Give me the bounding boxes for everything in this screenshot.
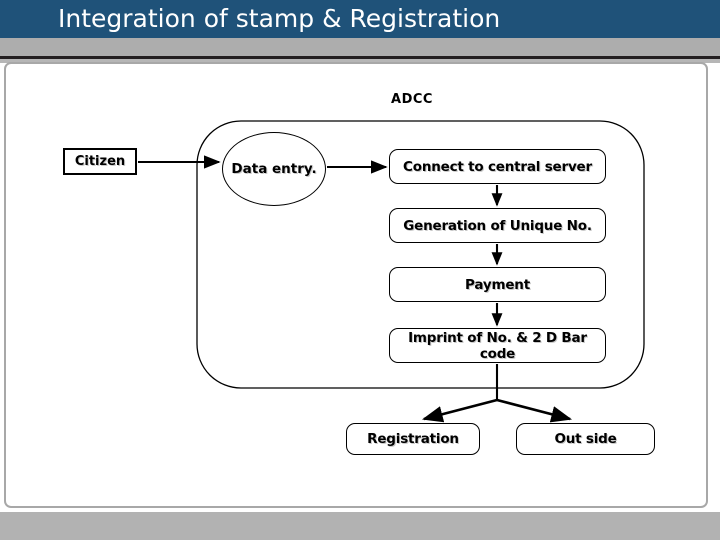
title-underband-2 bbox=[0, 59, 720, 63]
footer-band bbox=[0, 512, 720, 540]
group-label-adcc: ADCC bbox=[391, 92, 433, 107]
node-imprint-of-no-and-2d-bar-code[interactable]: Imprint of No. & 2 D Bar code bbox=[389, 328, 606, 363]
node-data-entry[interactable]: Data entry. bbox=[222, 132, 326, 206]
title-rule bbox=[0, 56, 720, 59]
node-generate-label: Generation of Unique No. bbox=[403, 217, 592, 234]
node-citizen[interactable]: Citizen bbox=[63, 148, 137, 175]
node-citizen-label: Citizen bbox=[74, 154, 126, 169]
node-outside-label: Out side bbox=[554, 431, 617, 447]
node-data-entry-label: Data entry. bbox=[231, 161, 317, 177]
node-generation-of-unique-no[interactable]: Generation of Unique No. bbox=[389, 208, 606, 243]
page-title: Integration of stamp & Registration bbox=[58, 4, 501, 33]
node-connect-to-central-server[interactable]: Connect to central server bbox=[389, 149, 606, 184]
node-payment[interactable]: Payment bbox=[389, 267, 606, 302]
node-registration[interactable]: Registration bbox=[346, 423, 480, 455]
node-connect-label: Connect to central server bbox=[403, 158, 592, 175]
node-imprint-label: Imprint of No. & 2 D Bar code bbox=[408, 329, 587, 362]
title-underband bbox=[0, 38, 720, 56]
node-registration-label: Registration bbox=[367, 431, 459, 447]
title-bar bbox=[0, 0, 720, 38]
node-payment-label: Payment bbox=[465, 276, 530, 293]
node-out-side[interactable]: Out side bbox=[516, 423, 655, 455]
